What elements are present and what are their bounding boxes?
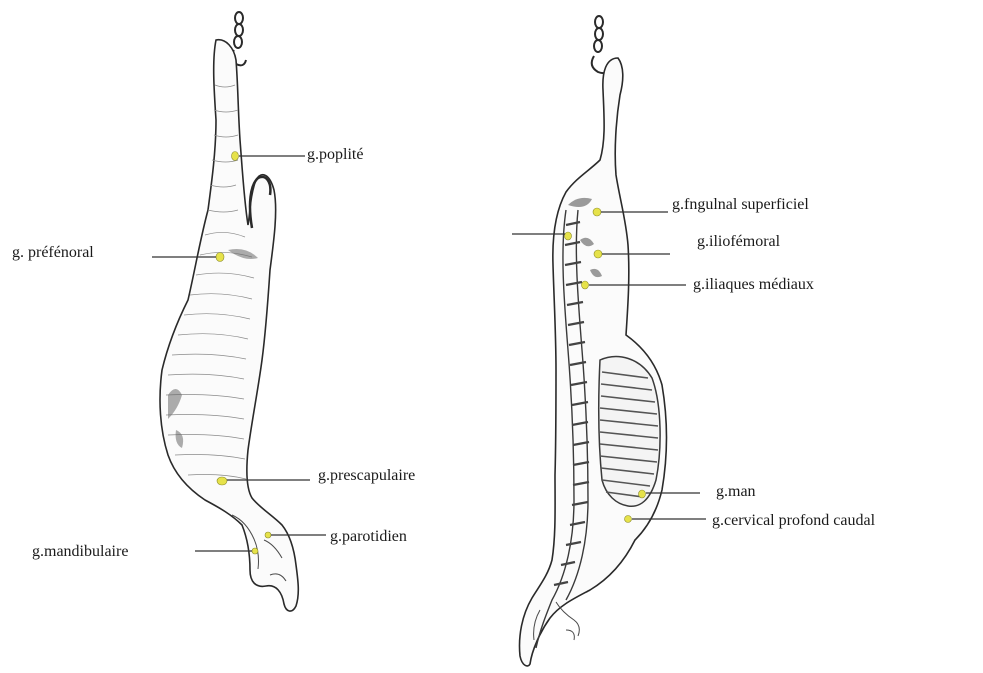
label-iliaques: g.iliaques médiaux — [693, 276, 814, 294]
label-iliofemoral: g.iliofémoral — [697, 233, 780, 251]
node-mandibulaire — [252, 548, 258, 554]
node-man — [639, 490, 646, 498]
label-man: g.man — [716, 483, 756, 501]
node-unlabeled — [565, 232, 572, 240]
label-mandibulaire: g.mandibulaire — [32, 543, 128, 561]
node-prefemoral — [216, 253, 224, 262]
left-carcass-outline — [160, 40, 298, 611]
left-carcass — [152, 12, 326, 611]
node-iliofemoral — [594, 250, 602, 258]
node-iliaques — [582, 281, 589, 289]
label-prescapulaire: g.prescapulaire — [318, 467, 415, 485]
label-parotidien: g.parotidien — [330, 528, 407, 546]
node-poplite — [232, 152, 239, 161]
node-prescapulaire — [217, 477, 227, 485]
node-parotidien — [265, 532, 271, 538]
right-carcass-outline — [520, 58, 667, 666]
right-carcass — [512, 16, 706, 666]
label-cervical: g.cervical profond caudal — [712, 512, 875, 530]
label-poplite: g.poplité — [307, 146, 363, 164]
node-cervical — [625, 516, 632, 523]
label-inguinal: g.fngulnal superficiel — [672, 196, 809, 214]
node-inguinal — [593, 208, 601, 216]
label-prefemoral: g. préfénoral — [12, 244, 94, 262]
